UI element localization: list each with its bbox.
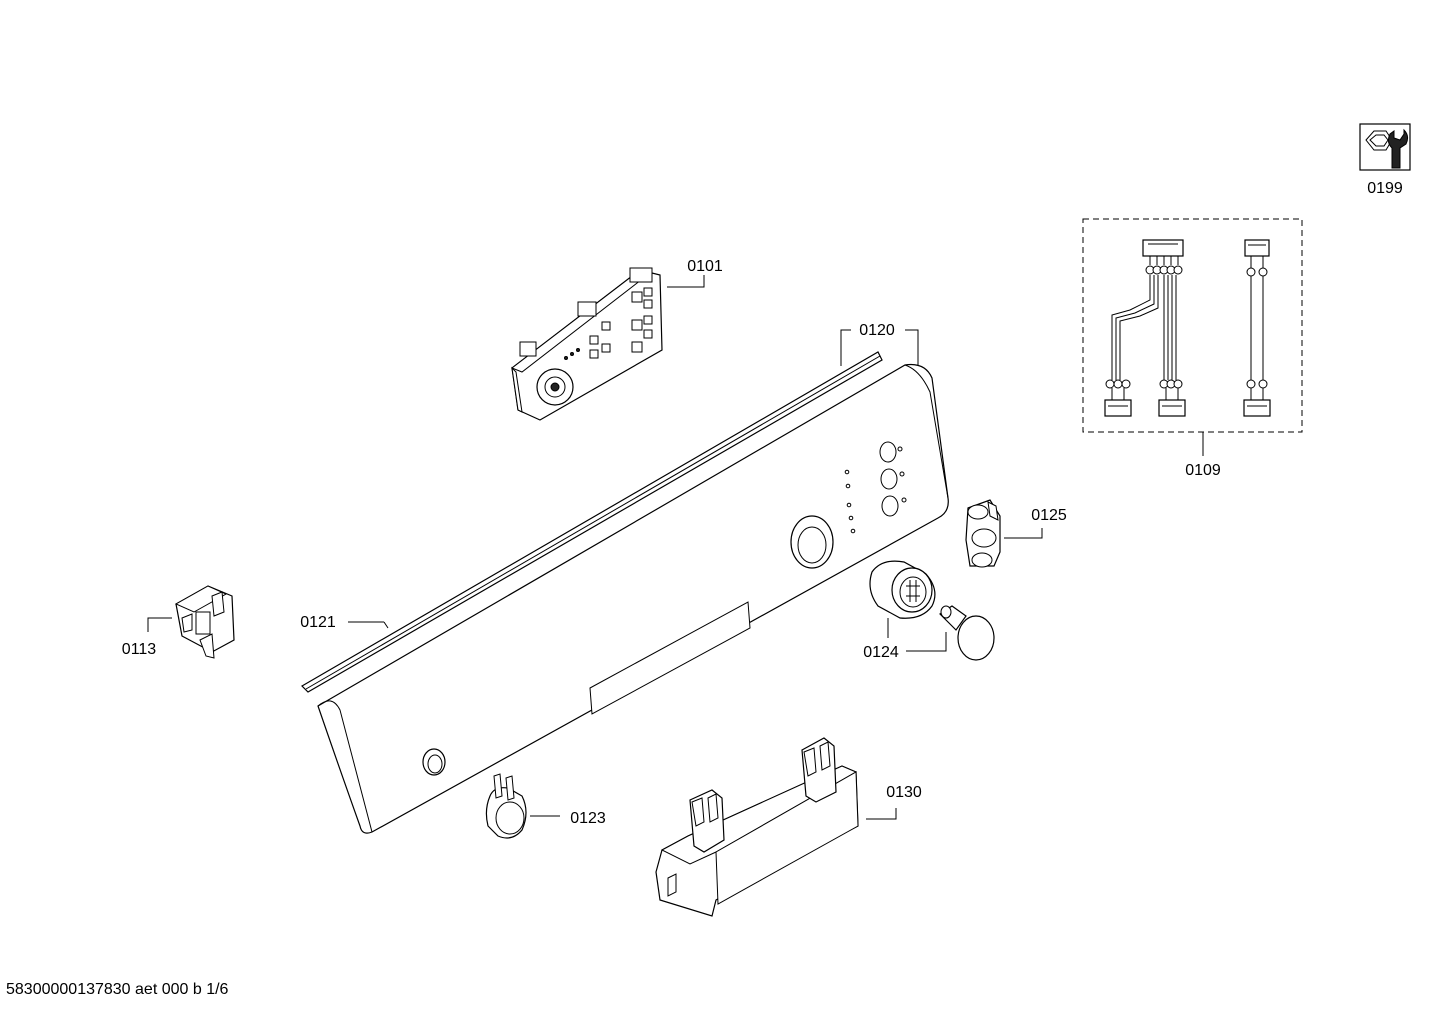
label-0109: 0109 — [1185, 462, 1221, 479]
label-0125: 0125 — [1031, 507, 1067, 524]
part-0125-button-set[interactable]: 0125 — [965, 499, 1067, 568]
button-set-drawing — [965, 499, 1001, 568]
part-0113-clip[interactable]: 0113 — [122, 585, 235, 659]
leader-0120-left — [840, 329, 851, 366]
label-0121: 0121 — [300, 614, 336, 631]
leader-0120-right — [905, 329, 919, 366]
leader-0124-button — [906, 632, 947, 652]
label-0124: 0124 — [863, 644, 899, 661]
control-panel-drawing — [317, 363, 949, 834]
document-code: 58300000137830 aet 000 b 1/6 — [6, 981, 229, 998]
part-0123-power-knob[interactable]: 0123 — [485, 773, 606, 839]
clip-drawing — [174, 585, 235, 659]
part-0109-wiring-harness[interactable]: 0109 — [1082, 218, 1303, 479]
label-0130: 0130 — [886, 784, 922, 801]
harness-dashed-frame — [1082, 218, 1303, 433]
leader-0101 — [667, 275, 705, 288]
part-0121-trim-strip[interactable]: 0121 — [300, 351, 883, 693]
power-knob-drawing — [485, 773, 527, 839]
part-0120-control-panel[interactable]: 0120 — [317, 322, 949, 834]
label-0120: 0120 — [859, 322, 895, 339]
part-0124-knob-assembly[interactable]: 0124 — [863, 560, 995, 661]
push-button-drawing — [939, 605, 995, 661]
harness-right — [1243, 239, 1271, 417]
label-0113: 0113 — [122, 641, 157, 658]
label-0123: 0123 — [570, 810, 606, 827]
electronic-module-drawing — [510, 267, 663, 421]
part-0199-service-kit[interactable]: 0199 — [1359, 123, 1411, 197]
housing-bracket-drawing — [655, 737, 859, 917]
part-0130-housing-bracket[interactable]: 0130 — [655, 737, 922, 917]
leader-0125 — [1004, 528, 1043, 539]
leader-0113 — [147, 617, 172, 632]
harness-left — [1104, 239, 1186, 417]
leader-0130 — [866, 808, 897, 820]
label-0101: 0101 — [687, 258, 723, 275]
part-0101-electronic-module[interactable]: 0101 — [510, 258, 723, 421]
wrench-nut-icon — [1359, 123, 1411, 171]
label-0199: 0199 — [1367, 180, 1403, 197]
rotary-knob-drawing — [869, 560, 936, 619]
